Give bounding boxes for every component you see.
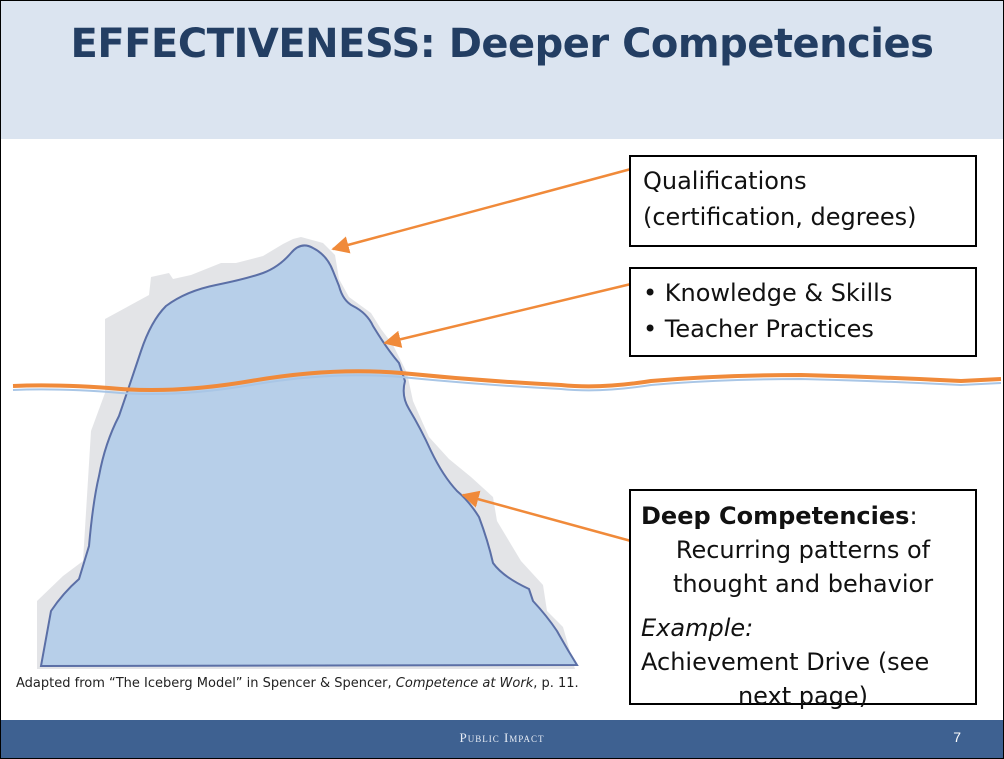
arrow-qualifications xyxy=(331,167,632,254)
footer-brand: Public Impact xyxy=(459,730,545,745)
example-label: Example: xyxy=(641,614,754,642)
arrow-skills xyxy=(383,282,632,348)
slide-title: EFFECTIVENESS: Deeper Competencies xyxy=(70,21,934,67)
footer-bar: Public Impact 7 xyxy=(1,720,1003,758)
qualifications-line2: (certification, degrees) xyxy=(643,203,917,231)
deep-desc-line1: Recurring patterns of xyxy=(675,536,931,564)
waterline xyxy=(12,369,1002,392)
citation-prefix: Adapted from “The Iceberg Model” in Spen… xyxy=(16,676,396,691)
citation-suffix: , p. 11. xyxy=(533,676,579,691)
deep-competencies-colon: : xyxy=(909,502,918,530)
citation-work: Competence at Work xyxy=(395,676,534,691)
deep-competencies-box: Deep Competencies: Recurring patterns of… xyxy=(629,489,977,710)
deep-competencies-heading-row: Deep Competencies: xyxy=(641,499,965,533)
page-number: 7 xyxy=(953,729,961,745)
citation: Adapted from “The Iceberg Model” in Spen… xyxy=(16,676,579,691)
deep-desc-line2: thought and behavior xyxy=(672,570,934,598)
iceberg-shape xyxy=(39,244,579,668)
skills-item-knowledge: Knowledge & Skills xyxy=(643,275,963,311)
title-bar: EFFECTIVENESS: Deeper Competencies xyxy=(1,1,1003,139)
waterline-highlight xyxy=(12,374,1002,395)
example-line2: next page) xyxy=(737,682,869,710)
qualifications-box: Qualifications (certification, degrees) xyxy=(629,155,977,247)
qualifications-line1: Qualifications xyxy=(643,167,807,195)
arrow-deep xyxy=(461,490,632,543)
example-line1: Achievement Drive (see xyxy=(641,648,930,676)
skills-box: Knowledge & Skills Teacher Practices xyxy=(629,267,977,357)
deep-competencies-heading: Deep Competencies xyxy=(641,502,910,530)
skills-item-practices: Teacher Practices xyxy=(643,311,963,347)
